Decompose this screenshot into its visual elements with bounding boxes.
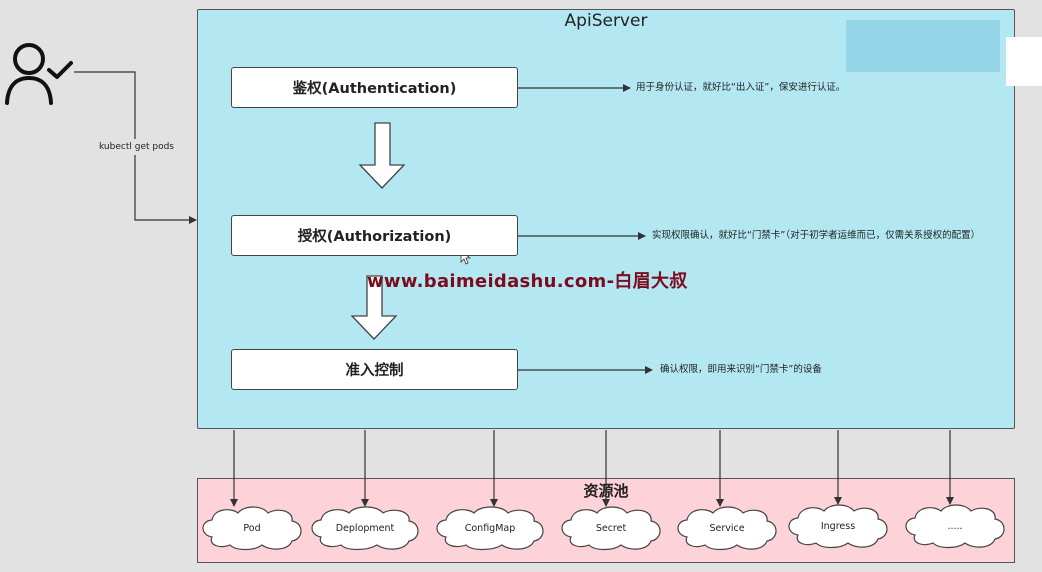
authorization-note: 实现权限确认，就好比“门禁卡”（对于初学者运维而已，仅需关系授权的配置） xyxy=(652,230,981,241)
apiserver-title: ApiServer xyxy=(564,11,648,31)
resource-arrows xyxy=(230,430,954,507)
cloud-configmap xyxy=(436,506,544,551)
resource-label-configmap: ConfigMap xyxy=(464,523,516,534)
cloud-deployment xyxy=(311,506,419,551)
command-label: kubectl get pods xyxy=(96,139,177,155)
authentication-box: 鉴权(Authentication) xyxy=(231,67,518,108)
flow-arrow-1 xyxy=(358,122,406,189)
authentication-note: 用于身份认证，就好比“出入证”，保安进行认证。 xyxy=(636,82,846,93)
cloud-ingress xyxy=(788,504,888,549)
cloud-pod xyxy=(202,506,302,551)
watermark-text: www.baimeidashu.com-白眉大叔 xyxy=(367,271,688,292)
cloud-service xyxy=(677,506,777,551)
cloud-more xyxy=(905,504,1005,549)
flow-arrow-2 xyxy=(350,275,398,340)
white-patch xyxy=(1006,37,1042,86)
resource-label-deployment: Deplopment xyxy=(335,523,395,534)
user-check-icon xyxy=(5,43,73,105)
resource-label-pod: Pod xyxy=(243,523,261,534)
resource-label-secret: Secret xyxy=(595,523,627,534)
highlight-patch xyxy=(846,20,1000,72)
resource-pool-title: 资源池 xyxy=(583,482,629,500)
resource-clouds xyxy=(202,504,1005,551)
admission-control-note: 确认权限，即用来识别“门禁卡”的设备 xyxy=(660,364,822,375)
resource-label-ingress: Ingress xyxy=(820,521,856,532)
resource-label-more: ..... xyxy=(947,521,963,532)
cloud-secret xyxy=(561,506,661,551)
admission-control-box: 准入控制 xyxy=(231,349,518,390)
resource-label-service: Service xyxy=(709,523,745,534)
authorization-box: 授权(Authorization) xyxy=(231,215,518,256)
